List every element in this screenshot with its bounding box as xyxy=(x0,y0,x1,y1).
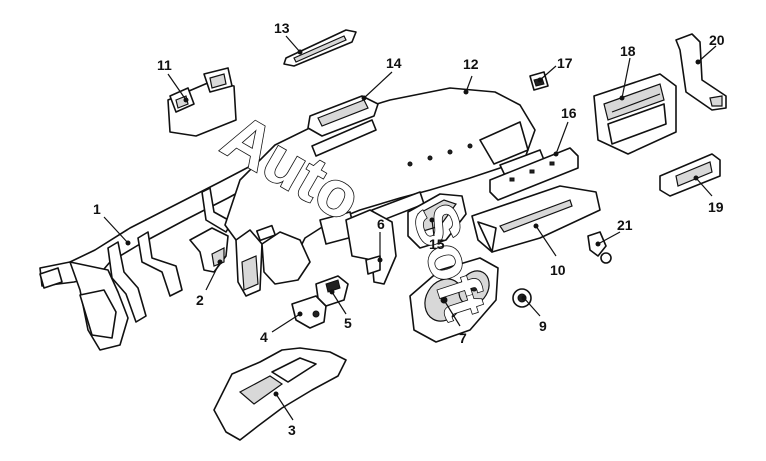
part-20-duct xyxy=(675,33,727,111)
part-11-twin-vents xyxy=(167,67,237,137)
callout-7-label: 7 xyxy=(459,330,467,346)
callout-15: 15 xyxy=(429,217,445,252)
callout-17: 17 xyxy=(537,55,573,83)
callout-3: 3 xyxy=(273,391,296,438)
part-13-defrost-grille xyxy=(283,29,357,67)
callout-10-label: 10 xyxy=(550,262,566,278)
callout-12-label: 12 xyxy=(463,56,479,72)
callout-14-label: 14 xyxy=(386,55,402,71)
callout-21-label: 21 xyxy=(617,217,633,233)
part-18-console-bezel xyxy=(593,73,677,155)
part-6-bracket xyxy=(345,209,397,285)
part-4-switch xyxy=(291,295,327,329)
callout-16-label: 16 xyxy=(561,105,577,121)
part-10-glove-box xyxy=(471,185,601,253)
part-3-lower-trim xyxy=(213,347,347,441)
callout-6-label: 6 xyxy=(377,216,385,232)
callout-10: 10 xyxy=(533,223,566,278)
callout-5-label: 5 xyxy=(344,315,352,331)
callout-16: 16 xyxy=(553,105,577,157)
part-14-top-vent xyxy=(307,95,379,137)
callout-21: 21 xyxy=(595,217,633,247)
callout-13-label: 13 xyxy=(274,20,290,36)
part-15-column-shroud xyxy=(407,193,467,249)
callout-19-label: 19 xyxy=(708,199,724,215)
callout-11-label: 11 xyxy=(157,57,172,73)
callout-9: 9 xyxy=(521,295,547,334)
callout-18-label: 18 xyxy=(620,43,636,59)
callout-4: 4 xyxy=(260,311,303,345)
callout-19: 19 xyxy=(693,175,724,215)
part-12-dashboard xyxy=(224,87,549,297)
callout-20-label: 20 xyxy=(709,32,725,48)
callout-2: 2 xyxy=(196,259,223,308)
callout-4-label: 4 xyxy=(260,329,268,345)
callout-7: 7 xyxy=(441,297,467,346)
callout-1: 1 xyxy=(93,201,131,246)
callout-17-label: 17 xyxy=(557,55,573,71)
part-19-control-panel xyxy=(659,153,721,197)
callout-14: 14 xyxy=(361,55,402,101)
callout-18: 18 xyxy=(619,43,636,101)
callout-2-label: 2 xyxy=(196,292,204,308)
callout-6: 6 xyxy=(377,216,385,263)
part-21-connector xyxy=(587,231,612,264)
callout-3-label: 3 xyxy=(288,422,296,438)
part-16-trim-strip xyxy=(489,147,579,201)
callout-1-label: 1 xyxy=(93,201,101,217)
callout-13: 13 xyxy=(274,20,303,55)
part-2-bracket xyxy=(189,227,229,273)
callout-20: 20 xyxy=(695,32,725,65)
callout-11: 11 xyxy=(157,57,189,103)
callout-15-label: 15 xyxy=(429,236,445,252)
part-17-switch xyxy=(529,71,549,91)
callout-9-label: 9 xyxy=(539,318,547,334)
part-7-instrument-cluster xyxy=(409,257,499,343)
callout-12: 12 xyxy=(463,56,479,95)
callout-5: 5 xyxy=(329,289,352,331)
